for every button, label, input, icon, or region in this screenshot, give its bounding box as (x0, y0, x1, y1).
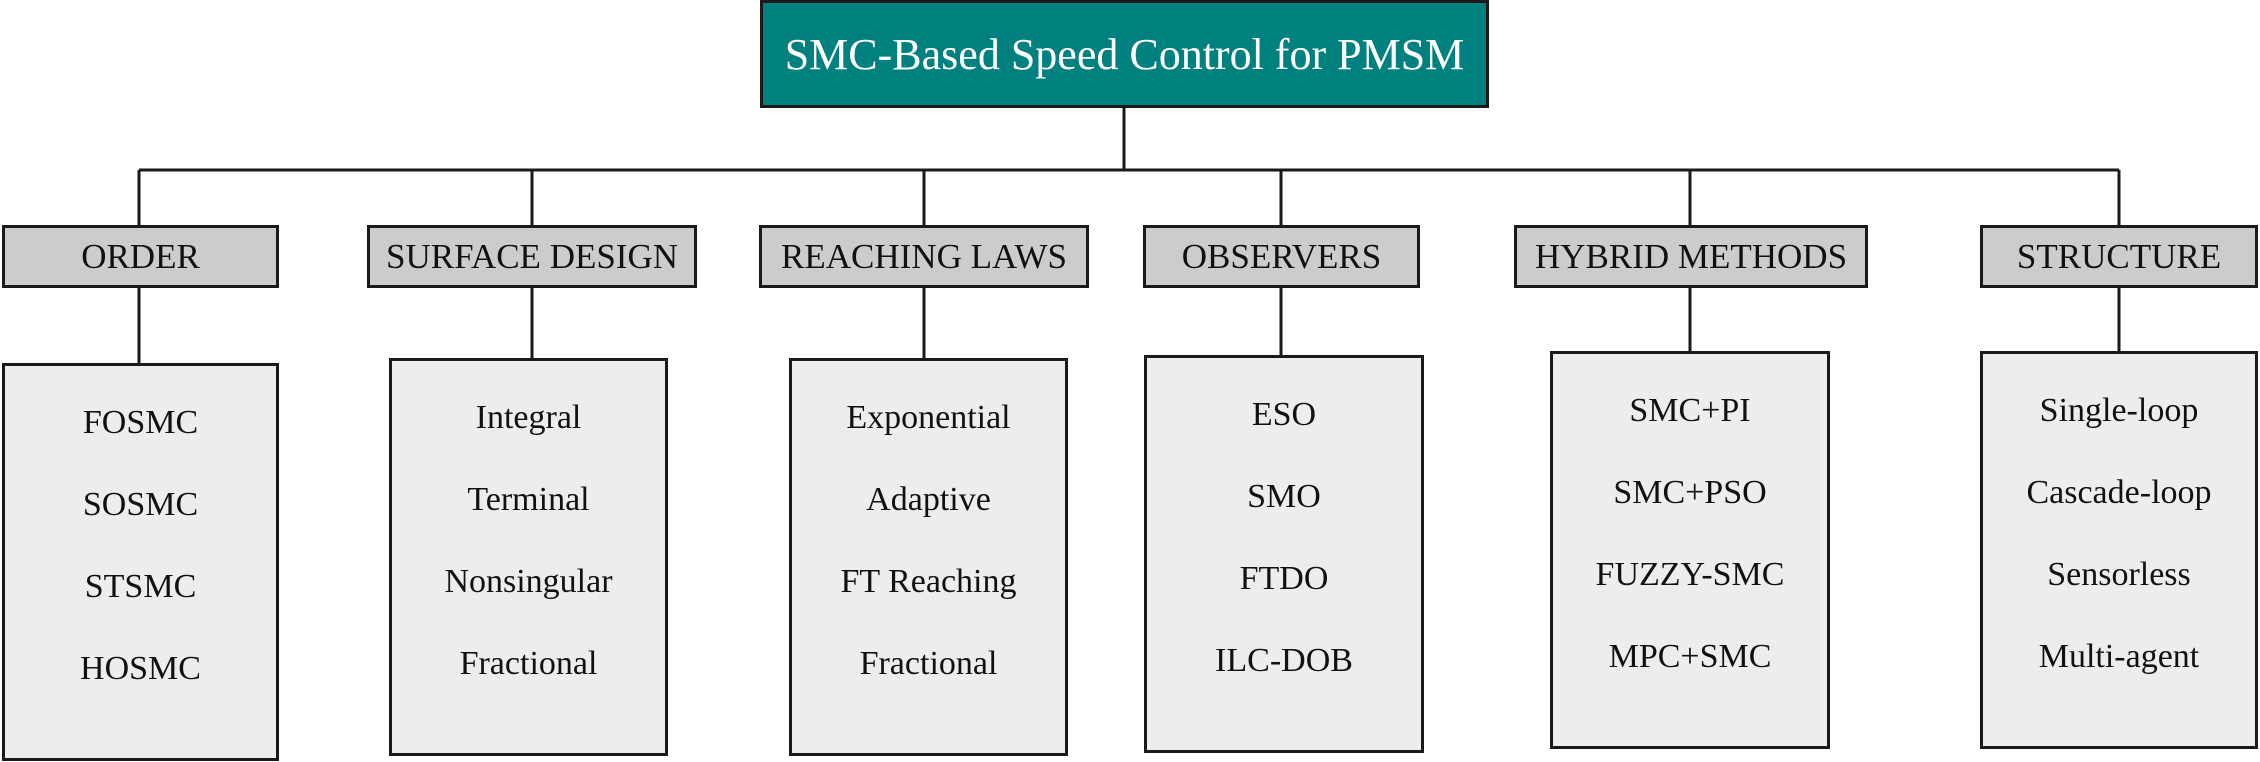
root-node-title: SMC-Based Speed Control for PMSM (784, 29, 1465, 79)
category-box-order: ORDER (2, 225, 279, 288)
leaf-item: MPC+SMC (1608, 638, 1772, 675)
leaf-item: FTDO (1239, 560, 1329, 597)
leaf-item: Integral (475, 399, 582, 436)
leaf-item: SMC+PSO (1613, 474, 1767, 511)
leaf-item: FUZZY-SMC (1595, 556, 1785, 593)
leaf-item: SMO (1247, 478, 1321, 515)
leaf-item: SOSMC (82, 486, 199, 523)
category-label-surface-design: SURFACE DESIGN (385, 236, 679, 276)
leaf-item: SMC+PI (1629, 392, 1751, 429)
leaf-item: Sensorless (2047, 556, 2191, 593)
root-node-box: SMC-Based Speed Control for PMSM (760, 0, 1489, 108)
leaf-box-hybrid-methods: SMC+PI SMC+PSO FUZZY-SMC MPC+SMC (1550, 351, 1830, 749)
leaf-item: FT Reaching (840, 563, 1017, 600)
category-box-surface-design: SURFACE DESIGN (367, 225, 697, 288)
leaf-box-reaching-laws: Exponential Adaptive FT Reaching Fractio… (789, 358, 1068, 756)
leaf-box-surface-design: Integral Terminal Nonsingular Fractional (389, 358, 668, 756)
leaf-box-structure: Single-loop Cascade-loop Sensorless Mult… (1980, 351, 2258, 749)
leaf-item: FOSMC (82, 404, 199, 441)
leaf-item: Exponential (846, 399, 1011, 436)
leaf-item: STSMC (84, 568, 197, 605)
category-label-structure: STRUCTURE (2016, 236, 2222, 276)
category-label-observers: OBSERVERS (1181, 236, 1382, 276)
category-box-reaching-laws: REACHING LAWS (759, 225, 1089, 288)
category-box-structure: STRUCTURE (1980, 225, 2258, 288)
leaf-item: Fractional (859, 645, 998, 682)
leaf-item: Multi-agent (2038, 638, 2200, 675)
leaf-item: ILC-DOB (1215, 642, 1353, 679)
category-box-hybrid-methods: HYBRID METHODS (1514, 225, 1868, 288)
leaf-item: Nonsingular (444, 563, 613, 600)
category-label-reaching-laws: REACHING LAWS (781, 236, 1067, 276)
leaf-item: Single-loop (2039, 392, 2199, 429)
leaf-item: ESO (1251, 396, 1317, 433)
category-box-observers: OBSERVERS (1143, 225, 1420, 288)
category-label-order: ORDER (81, 236, 200, 276)
leaf-item: Fractional (459, 645, 598, 682)
category-label-hybrid-methods: HYBRID METHODS (1534, 236, 1848, 276)
leaf-item: HOSMC (80, 650, 201, 687)
leaf-item: Terminal (467, 481, 590, 518)
leaf-box-order: FOSMC SOSMC STSMC HOSMC (2, 363, 279, 761)
leaf-box-observers: ESO SMO FTDO ILC-DOB (1144, 355, 1424, 753)
leaf-item: Adaptive (866, 481, 991, 518)
leaf-item: Cascade-loop (2026, 474, 2212, 511)
